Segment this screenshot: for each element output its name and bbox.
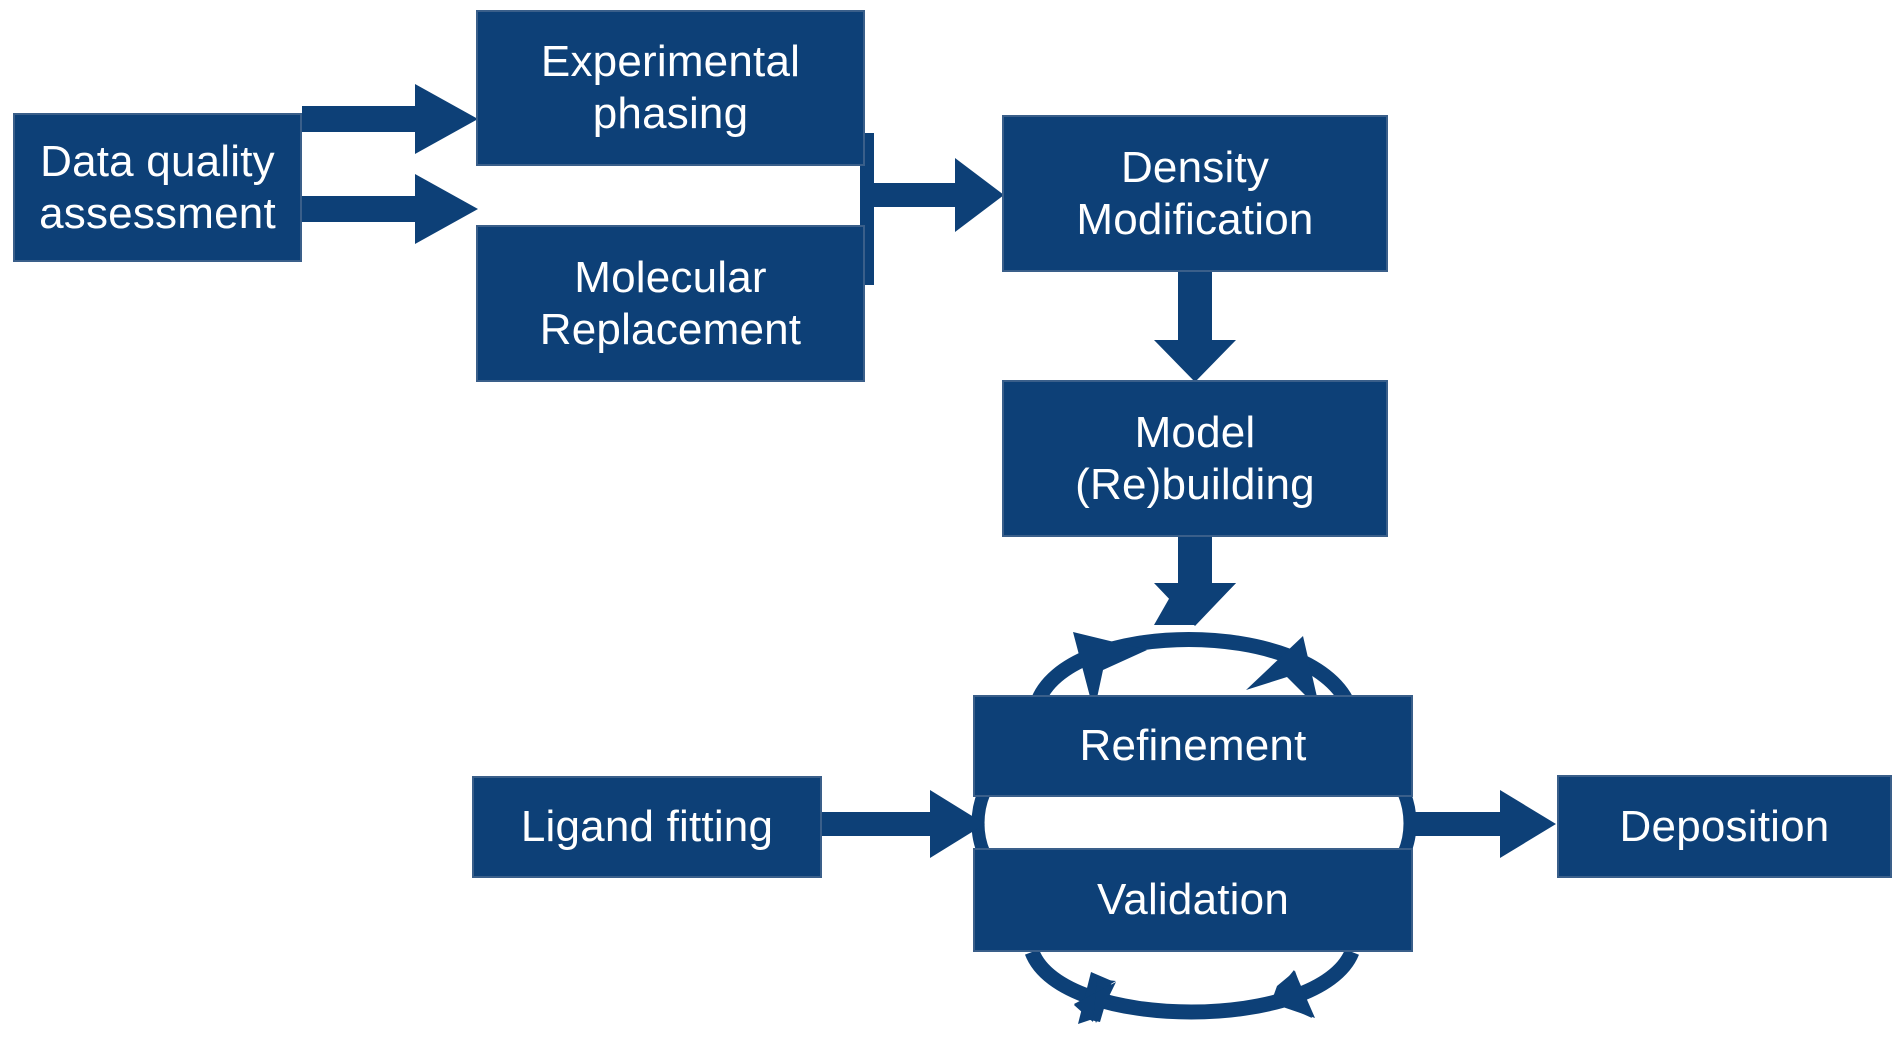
node-label: Ligand fitting — [520, 802, 774, 852]
node-label: Data quality assessment — [39, 136, 276, 238]
node-label: Deposition — [1619, 801, 1830, 851]
node-label: Experimental phasing — [540, 37, 801, 138]
node-label: Model (Re)building — [1075, 407, 1315, 509]
arrow-branch-to-density-modification — [862, 158, 1004, 232]
node-validation[interactable]: Validation — [973, 848, 1413, 952]
node-label: Density Modification — [1076, 142, 1314, 244]
node-label: Molecular Replacement — [539, 252, 802, 354]
node-model-rebuilding[interactable]: Model (Re)building — [1002, 380, 1388, 537]
cycle-loop-side-connectors — [971, 790, 1417, 856]
node-density-modification[interactable]: Density Modification — [1002, 115, 1388, 272]
node-label: Validation — [1097, 875, 1289, 925]
node-label: Refinement — [1079, 721, 1307, 771]
node-experimental-phasing[interactable]: Experimental phasing — [476, 10, 865, 166]
arrow-cycle-to-deposition — [1410, 790, 1556, 858]
arrow-density-to-model — [1154, 271, 1236, 382]
node-ligand-fitting[interactable]: Ligand fitting — [472, 776, 822, 878]
node-deposition[interactable]: Deposition — [1557, 775, 1892, 878]
node-data-quality-assessment[interactable]: Data quality assessment — [13, 113, 302, 262]
arrow-dqa-to-molecular-replacement — [302, 174, 478, 244]
arrow-model-to-cycle — [1154, 536, 1236, 626]
cycle-loop-bottom-arc — [1024, 948, 1359, 1024]
node-refinement[interactable]: Refinement — [973, 695, 1413, 797]
cycle-loop-top-arc — [1029, 632, 1355, 712]
arrow-ligand-to-cycle — [822, 790, 985, 858]
node-molecular-replacement[interactable]: Molecular Replacement — [476, 225, 865, 382]
arrow-dqa-to-experimental-phasing — [302, 84, 478, 154]
